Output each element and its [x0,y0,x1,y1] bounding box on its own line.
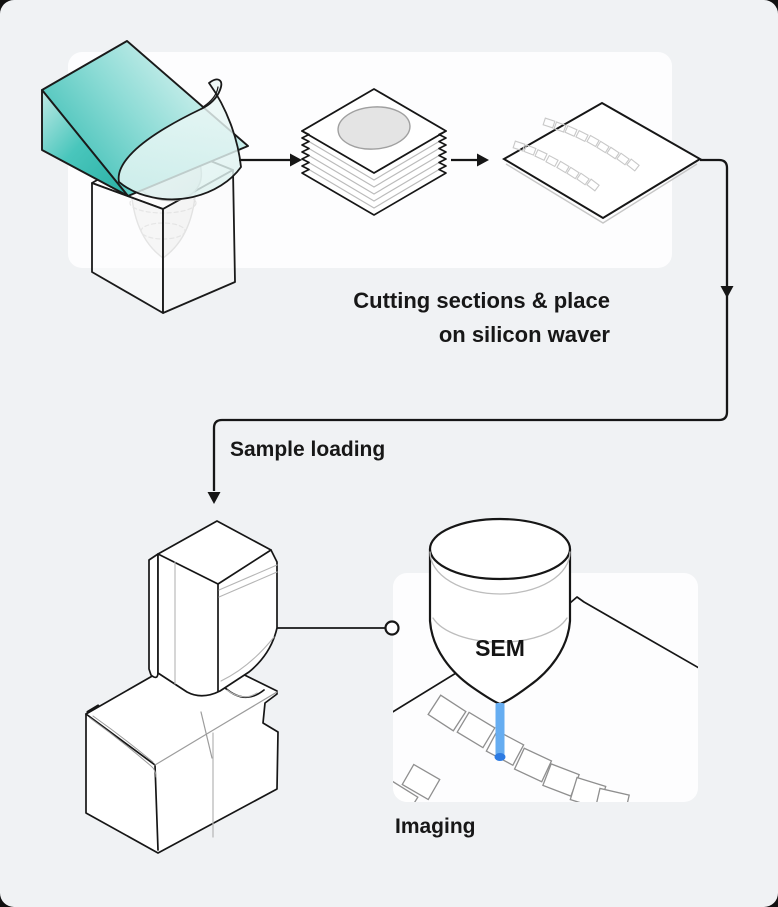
arrow-right-icon [239,153,302,167]
silicon-wafer-illustration [502,101,702,224]
sample-loading-label: Sample loading [230,438,386,461]
section-ribbon [117,78,242,201]
sem-machine-illustration [85,520,279,854]
sem-label: SEM [475,635,525,661]
machine-side-panel [148,553,159,679]
sections-stack-illustration [301,88,447,216]
cutting-caption: Cutting sections & place on silicon wave… [353,284,610,352]
sem-column-illustration: SEM [428,517,572,706]
stack-tissue-section [337,106,411,150]
wafer-section-rows [512,117,640,192]
specimen-block-illustration [41,40,249,314]
arrow-right-icon [451,153,489,167]
elbow-arrow-down-icon [207,158,734,504]
cutting-caption-line2: on silicon waver [438,322,610,347]
circle-connector-icon [277,620,400,636]
cutting-caption-line1: Cutting sections & place [353,288,610,313]
imaging-label: Imaging [395,815,476,838]
imaging-detail [393,596,698,802]
wafer-sections-band [393,694,630,802]
electron-beam [494,703,506,761]
